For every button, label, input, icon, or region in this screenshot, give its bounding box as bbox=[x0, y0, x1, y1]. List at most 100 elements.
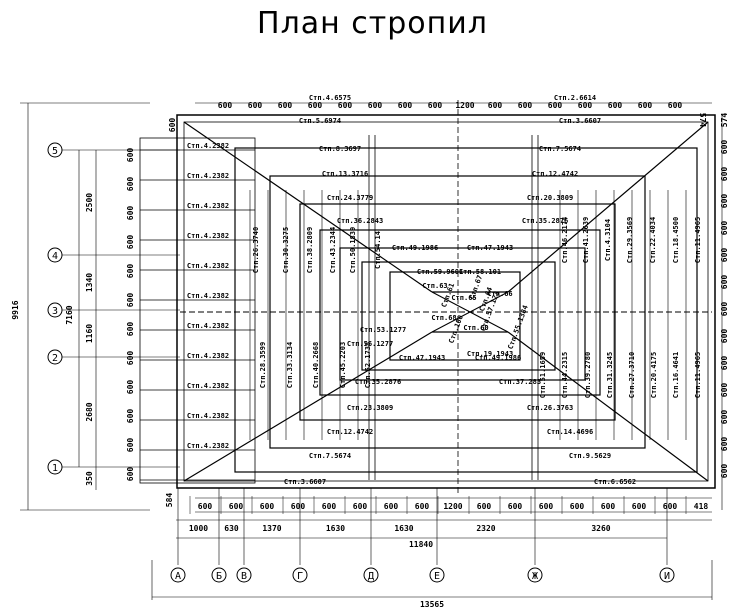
dim-left-span-0: 2500 bbox=[85, 193, 94, 212]
axis-label-7: Ж bbox=[532, 571, 538, 582]
dim-bottom-eave-4: 600 bbox=[322, 502, 337, 511]
rafter-label-strip-6: Стп.4.2382 bbox=[187, 322, 229, 330]
dim-top-eave-12: 600 bbox=[578, 101, 593, 110]
dim-bottom-span-5: 2320 bbox=[476, 524, 495, 533]
rafter-label-left-5: Стп.54.14 bbox=[374, 231, 382, 269]
rafter-label-bottom-4: Стп.37.283 bbox=[499, 378, 541, 386]
dim-top-eave-2: 600 bbox=[278, 101, 293, 110]
rafter-label-top-1: Стп.2.6614 bbox=[554, 94, 596, 102]
axis-label-5: 1 bbox=[52, 463, 58, 474]
rafter-label-strip-0: Стп.4.2382 bbox=[187, 142, 229, 150]
rafter-label-bottom-0: Стп.56.1277 bbox=[347, 340, 393, 348]
dim-right-3: 600 bbox=[720, 194, 729, 209]
rafter-label-left-4: Стп.50.1839 bbox=[349, 227, 357, 273]
dim-left-strip-8: 600 bbox=[126, 380, 135, 395]
rafter-label-top-2: Стп.5.6974 bbox=[299, 117, 341, 125]
axis-label-8: И bbox=[664, 571, 670, 582]
dim-left-span-3: 2680 bbox=[85, 402, 94, 421]
axis-bubble bbox=[47, 349, 63, 365]
rafter-label-right-5: Стп.18.4500 bbox=[672, 217, 680, 263]
dim-bottom-span-3: 1630 bbox=[326, 524, 345, 533]
dim-bottom-span-6: 3260 bbox=[591, 524, 610, 533]
dim-left-strip-4: 600 bbox=[126, 264, 135, 279]
hip-line bbox=[183, 331, 433, 482]
axis-label-2: 4 bbox=[52, 251, 58, 262]
dim-bottom-eave-1: 600 bbox=[229, 502, 244, 511]
dim-left-span-1: 1340 bbox=[85, 273, 94, 292]
dim-bottom-eave-5: 600 bbox=[353, 502, 368, 511]
dim-top-eave-11: 600 bbox=[548, 101, 563, 110]
drawing-frame bbox=[20, 100, 723, 600]
dim-bottom-eave-14: 600 bbox=[632, 502, 647, 511]
dim-bottom-span-4: 1630 bbox=[394, 524, 413, 533]
hip-line bbox=[507, 121, 709, 293]
dim-bottom-left: 584 bbox=[165, 493, 174, 508]
dim-left-strip-0: 600 bbox=[126, 148, 135, 163]
dim-left-strip-1: 600 bbox=[126, 177, 135, 192]
axis-label-6: Е bbox=[434, 571, 440, 582]
dim-bottom-eave-3: 600 bbox=[291, 502, 306, 511]
dim-right-9: 600 bbox=[720, 356, 729, 371]
dim-bottom-eave-11: 600 bbox=[539, 502, 554, 511]
rafter-label-top-15: Стп.58.101 bbox=[459, 268, 501, 276]
dim-top-eave-6: 600 bbox=[398, 101, 413, 110]
rafter-label-right-3: Стп.29.3569 bbox=[626, 217, 634, 263]
rafter-label-right-1: Стп.41.2639 bbox=[582, 217, 590, 263]
dim-top-eave-9: 600 bbox=[488, 101, 503, 110]
purlin-ring-6 bbox=[389, 271, 521, 361]
rafter-label-left-7: Стп.33.3134 bbox=[286, 342, 294, 388]
dim-left-strip-6: 600 bbox=[126, 322, 135, 337]
dim-right-6: 600 bbox=[720, 275, 729, 290]
axis-label-5: Д bbox=[368, 571, 374, 582]
axis-bubble bbox=[211, 567, 227, 583]
dim-top-eave-1: 600 bbox=[248, 101, 263, 110]
dim-bottom-eave-8: 1200 bbox=[443, 502, 462, 511]
rafter-label-strip-1: Стп.4.2382 bbox=[187, 172, 229, 180]
rafter-label-bottom-10: Стп.9.5629 bbox=[569, 452, 611, 460]
dim-right-8: 600 bbox=[720, 329, 729, 344]
dim-top-eave-4: 600 bbox=[338, 101, 353, 110]
rafter-label-top-14: Стп.59.9601 bbox=[417, 268, 463, 276]
dim-top-eave-15: 600 bbox=[668, 101, 683, 110]
dim-left-strip-9: 600 bbox=[126, 409, 135, 424]
rafter-label-center-11: Стп.55.1384 bbox=[506, 304, 529, 350]
axis-bubble bbox=[527, 567, 543, 583]
axis-bubble bbox=[170, 567, 186, 583]
rafter-label-left-3: Стп.43.2344 bbox=[329, 227, 337, 273]
rafter-label-right-8: Стп.44.2315 bbox=[561, 352, 569, 398]
axis-label-4: 2 bbox=[52, 353, 58, 364]
dim-left-span-2: 1160 bbox=[85, 324, 94, 343]
rafter-label-bottom-3: Стп.35.2876 bbox=[355, 378, 401, 386]
dim-bottom-span-2: 1370 bbox=[262, 524, 281, 533]
dim-right-13: 600 bbox=[720, 464, 729, 479]
rafter-label-top-4: Стп.8.3697 bbox=[319, 145, 361, 153]
dim-left-strip-2: 600 bbox=[126, 206, 135, 221]
rafter-label-center-10: Стп.53.1277 bbox=[360, 326, 406, 334]
dim-bottom-total: 13565 bbox=[420, 600, 444, 609]
dim-right-10: 600 bbox=[720, 383, 729, 398]
rafter-label-left-0: Стп.26.3740 bbox=[252, 227, 260, 273]
dim-bottom-eave-9: 600 bbox=[477, 502, 492, 511]
purlin-ring-5 bbox=[361, 261, 556, 371]
rafter-label-strip-7: Стп.4.2382 bbox=[187, 352, 229, 360]
rafter-label-bottom-5: Стп.23.3809 bbox=[347, 404, 393, 412]
dim-top-eave-3: 600 bbox=[308, 101, 323, 110]
dim-right-4: 600 bbox=[720, 221, 729, 236]
dim-right-7: 600 bbox=[720, 302, 729, 317]
dim-top-eave-13: 600 bbox=[608, 101, 623, 110]
rafter-label-top-0: Стп.4.6575 bbox=[309, 94, 351, 102]
rafter-label-top-9: Стп.20.3809 bbox=[527, 194, 573, 202]
dim-bottom-eave-15: 600 bbox=[663, 502, 678, 511]
rafter-label-center-6: Стп.68 bbox=[431, 314, 456, 322]
dim-right-2: 600 bbox=[720, 167, 729, 182]
dim-bottom-inner: 11840 bbox=[409, 540, 433, 549]
rafter-label-right-13: Стп.16.4641 bbox=[672, 352, 680, 398]
hip-line bbox=[507, 331, 709, 482]
axis-bubble bbox=[292, 567, 308, 583]
rafter-label-bottom-9: Стп.7.5674 bbox=[309, 452, 351, 460]
axis-label-1: А bbox=[175, 571, 181, 582]
dim-left-total: 9916 bbox=[11, 300, 20, 319]
rafter-label-strip-8: Стп.4.2382 bbox=[187, 382, 229, 390]
